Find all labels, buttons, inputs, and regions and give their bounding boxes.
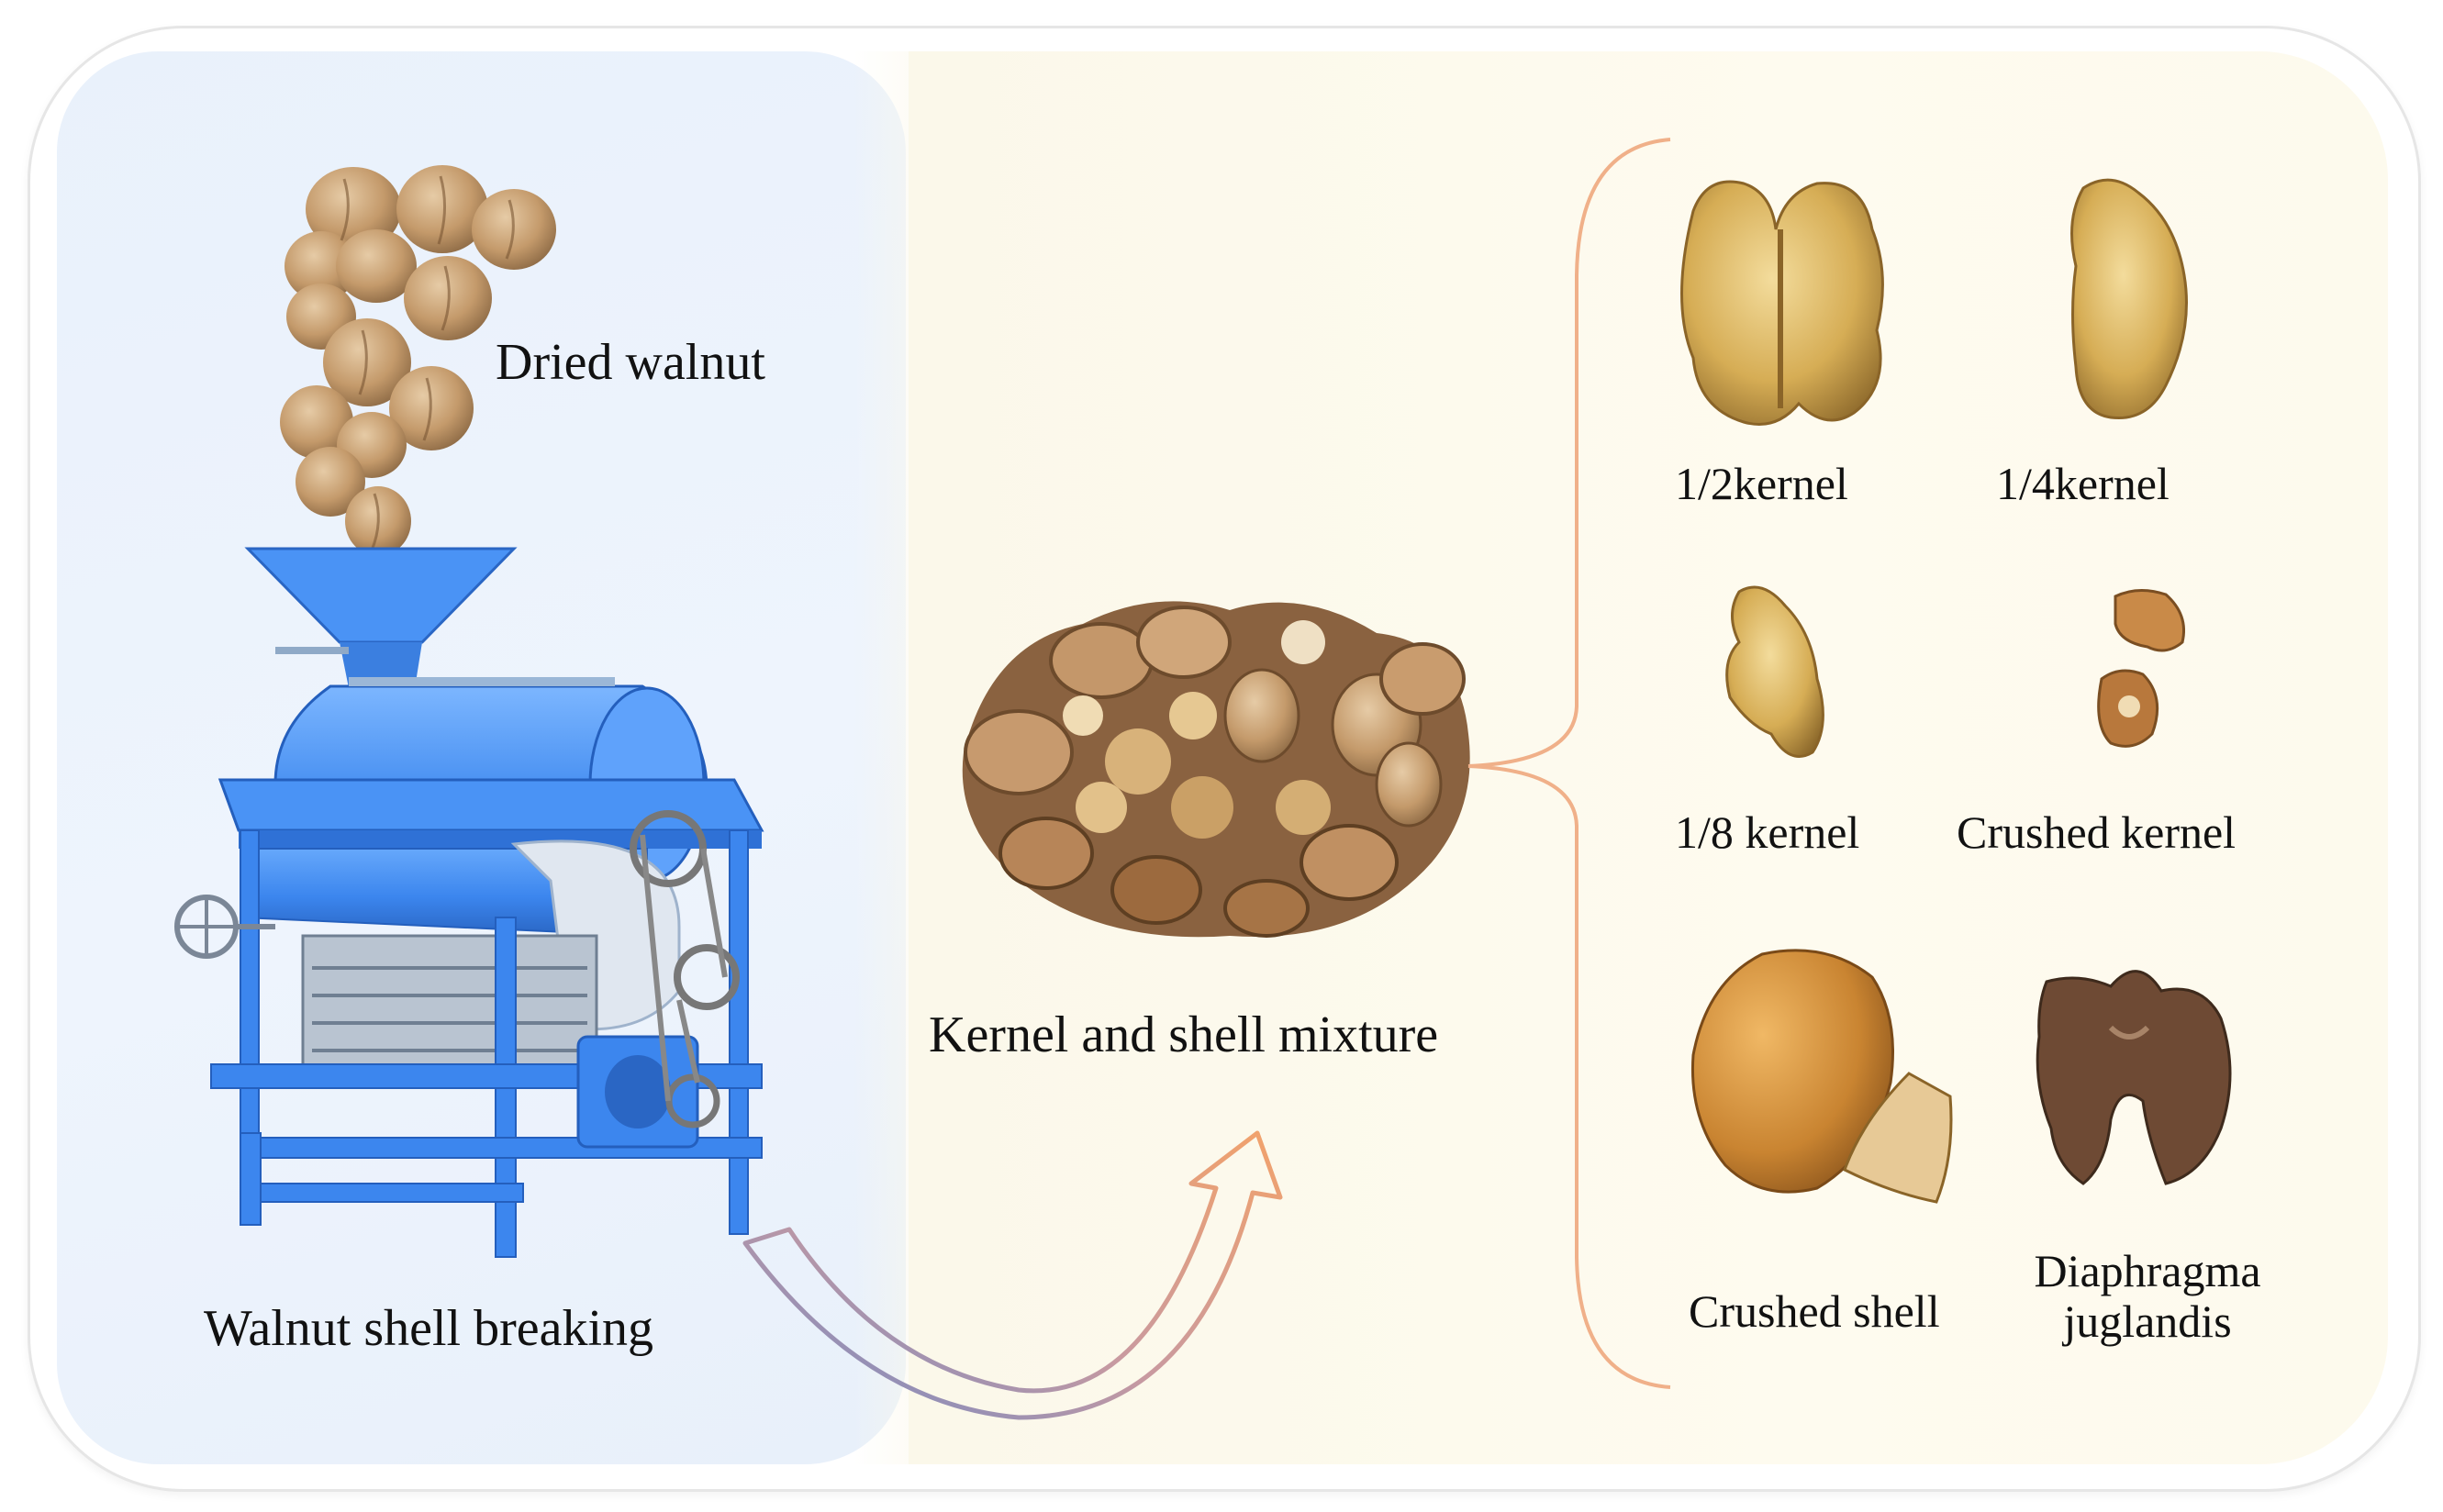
quarter-kernel-label: 1/4kernel (1996, 458, 2170, 509)
eighth-kernel-label: 1/8 kernel (1675, 806, 1860, 858)
flow-arrow (742, 1130, 1283, 1420)
kernel-shell-mixture-pile (962, 601, 1470, 938)
shelling-machine (174, 547, 764, 1258)
diaphragma-juglandis-label: Diaphragma juglandis (2019, 1246, 2276, 1347)
kernel-shell-mixture-label: Kernel and shell mixture (929, 1006, 1439, 1063)
half-kernel-label: 1/2kernel (1675, 458, 1848, 509)
quarter-kernel-image (2070, 178, 2188, 420)
diaphragma-juglandis-image (2036, 970, 2232, 1185)
half-kernel-image (1680, 180, 1884, 426)
walnut-shell-breaking-label: Walnut shell breaking (204, 1300, 654, 1357)
diaphragma-label-line1: Diaphragma (2034, 1245, 2261, 1296)
diaphragma-label-line2: juglandis (2063, 1295, 2232, 1347)
eighth-kernel-image (1725, 585, 1824, 758)
crushed-kernel-image (2097, 589, 2185, 748)
crushed-shell-label: Crushed shell (1689, 1285, 1940, 1337)
category-brace (1467, 138, 1671, 1389)
crushed-shell-image (1690, 949, 1953, 1204)
crushed-kernel-label: Crushed kernel (1957, 806, 2237, 858)
dried-walnut-label: Dried walnut (496, 334, 765, 391)
dried-walnut-pile (280, 165, 556, 556)
